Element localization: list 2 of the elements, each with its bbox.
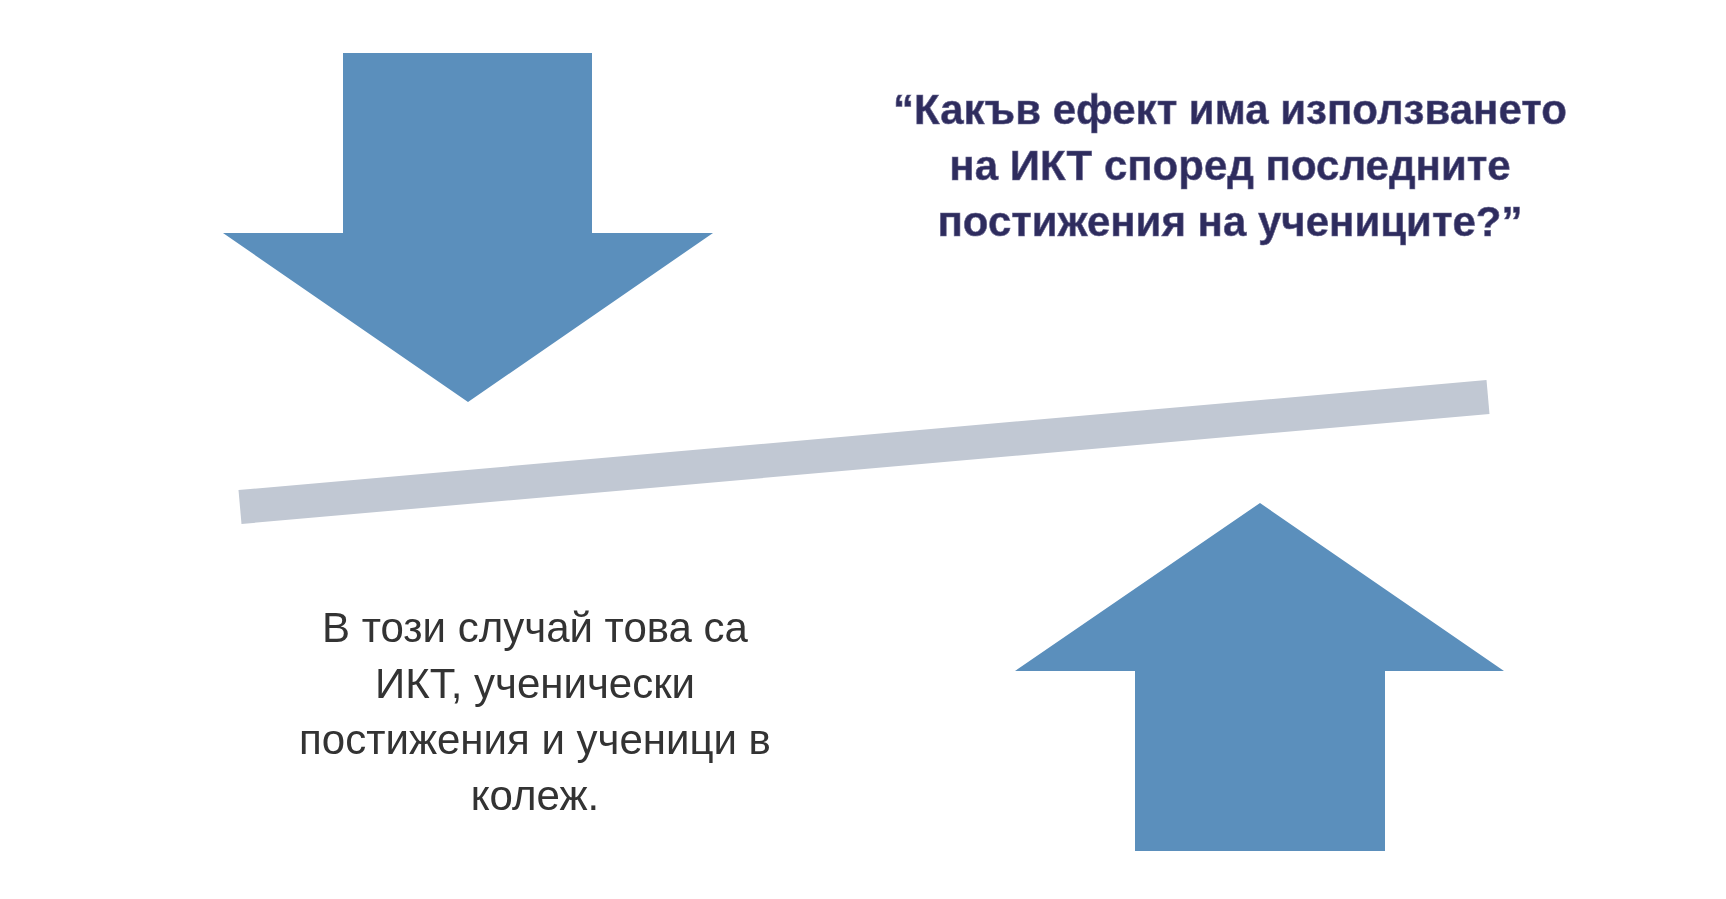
body-text: В този случай това са ИКТ, ученически постижения и ученици в колеж.	[298, 603, 772, 821]
question-text: “Какъв ефект има използването на ИКТ според последните постижения на учениците?”	[892, 85, 1568, 247]
